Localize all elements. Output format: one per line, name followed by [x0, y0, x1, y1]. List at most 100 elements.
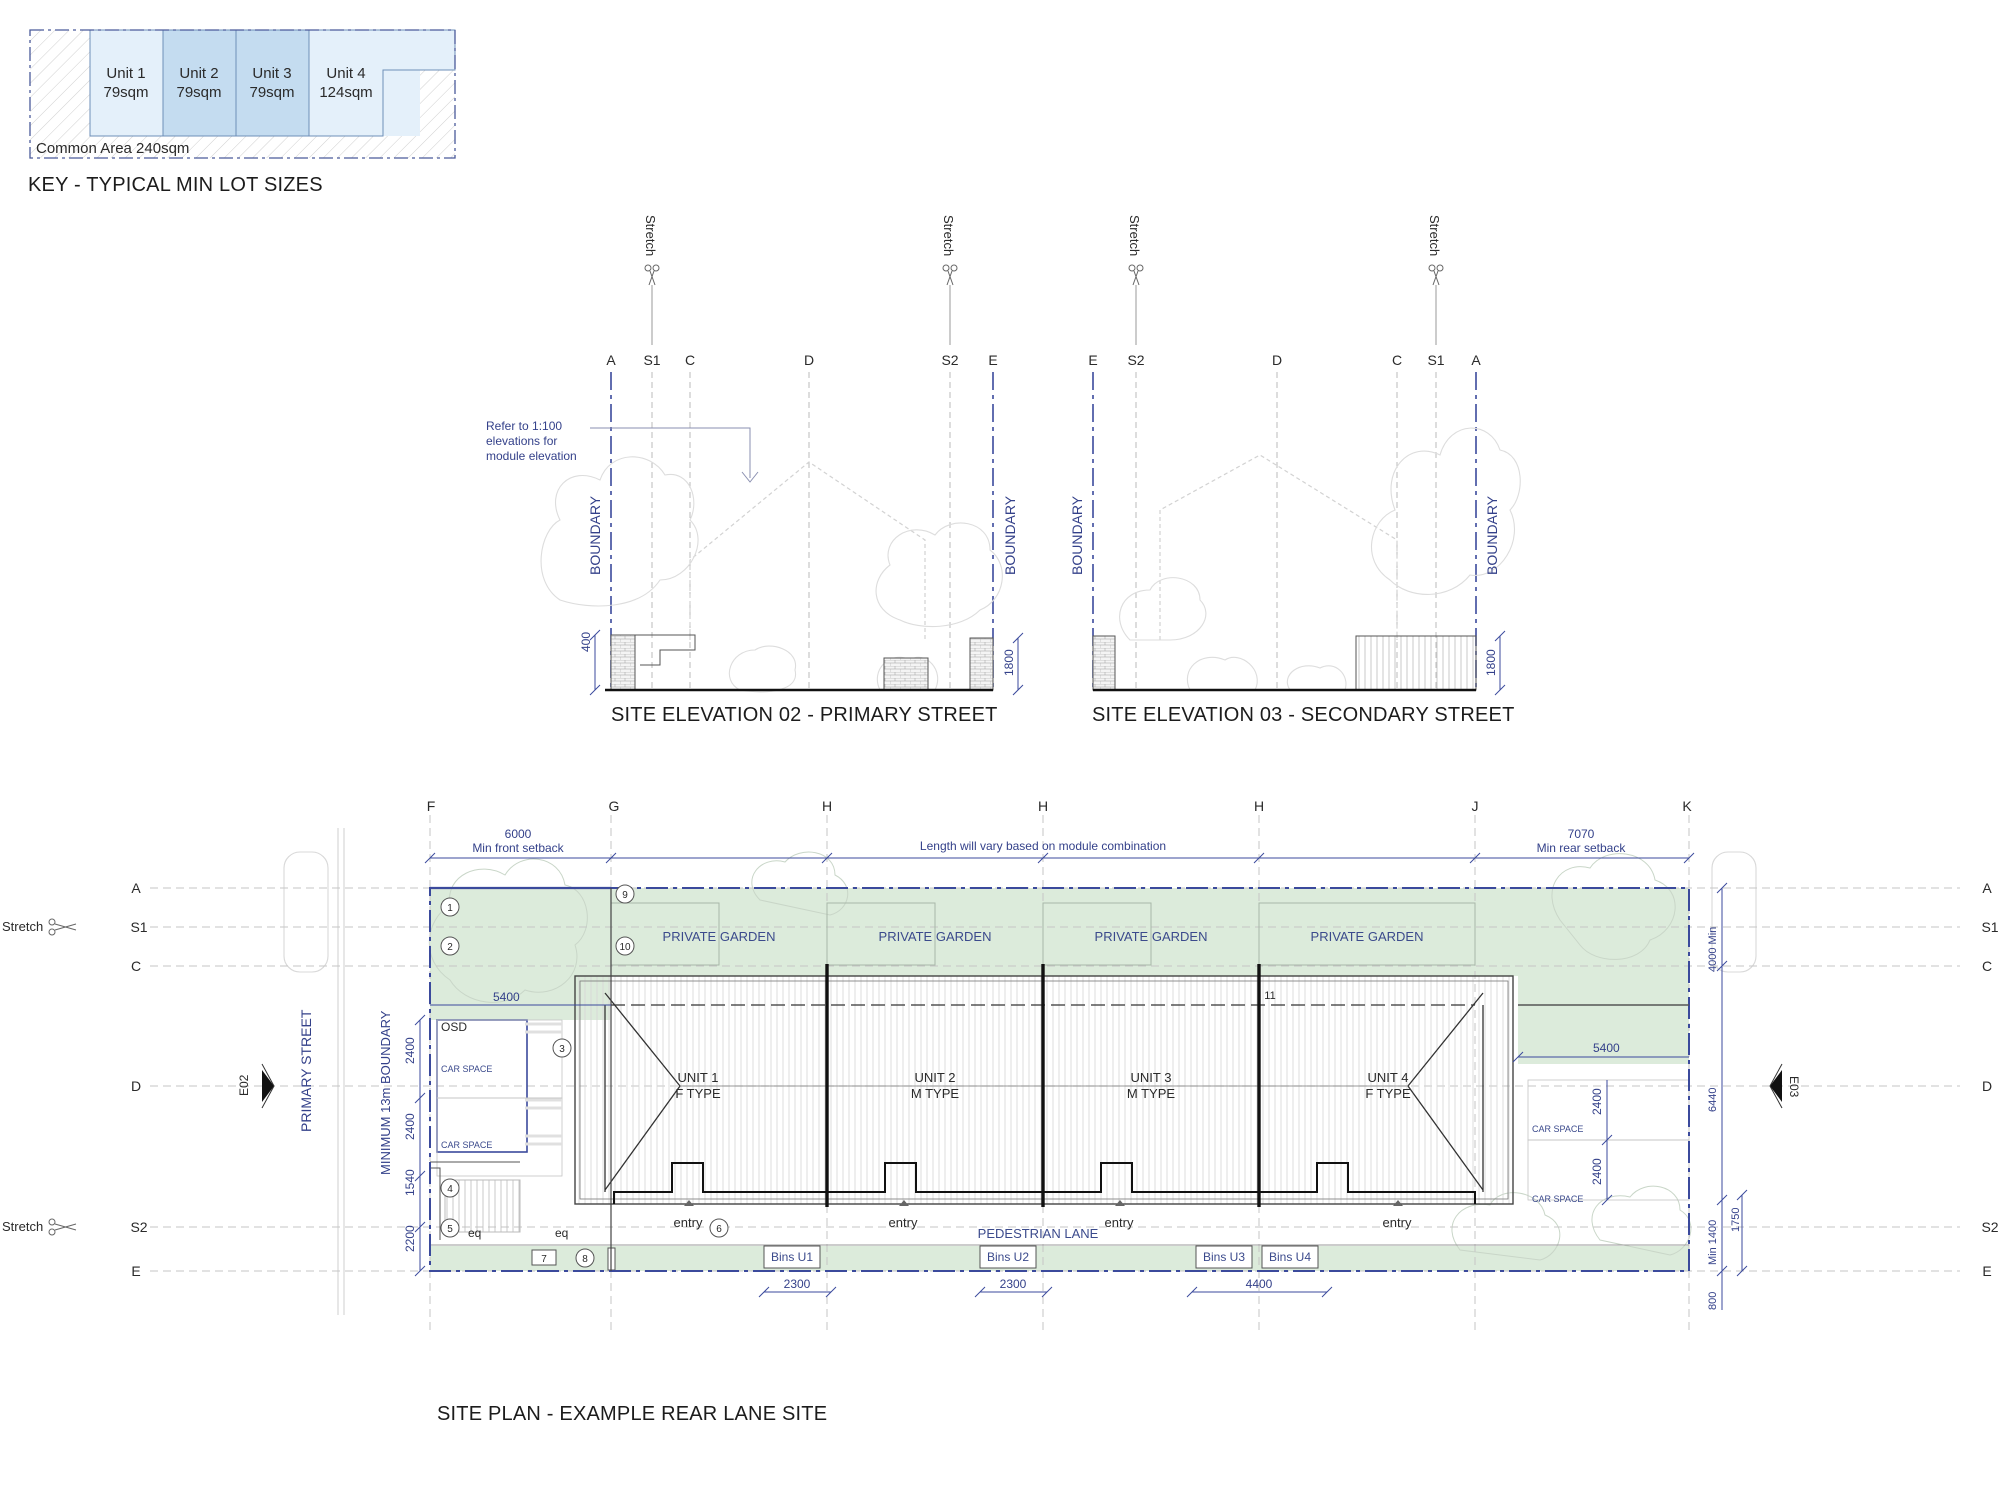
plan-eq-1: eq — [468, 1226, 481, 1240]
elev02-rear-wall — [969, 637, 994, 691]
elev02-grid-label-e: E — [988, 352, 997, 368]
plan-tree-4 — [1451, 1192, 1561, 1261]
plan-right-dim-2: 2400 — [1590, 1158, 1604, 1185]
plan-marker-8: 8 — [582, 1254, 588, 1265]
plan-side-label-e-left: E — [131, 1263, 140, 1279]
plan-marker-4-circle — [440, 1178, 460, 1198]
elev03-grid-label-s2: S2 — [1127, 352, 1144, 368]
elev02-note-leader — [590, 427, 751, 478]
plan-entry-3: entry — [1105, 1215, 1134, 1230]
elev02-note-line-3: module elevation — [486, 449, 577, 463]
plan-primary-street: PRIMARY STREET — [298, 1009, 314, 1132]
plan-car-left — [283, 851, 329, 973]
plan-stretch-label-s1: Stretch — [2, 919, 43, 934]
plan-rear-setback-label: Min rear setback — [1537, 841, 1627, 855]
elev02-grid-label-a: A — [606, 352, 616, 368]
elevation-02-title: SITE ELEVATION 02 - PRIMARY STREET — [611, 704, 998, 726]
plan-site-boundary — [429, 887, 1690, 1272]
plan-grid-label-f: F — [427, 798, 436, 814]
elevation-03-title: SITE ELEVATION 03 - SECONDARY STREET — [1092, 704, 1515, 726]
plan-marker-10-circle — [615, 936, 635, 956]
plan-side-label-c-right: C — [1982, 958, 1992, 974]
plan-marker-2: 2 — [447, 942, 453, 953]
elev02-note-arrow — [741, 471, 759, 483]
plan-private-garden-3: PRIVATE GARDEN — [1095, 929, 1208, 944]
plan-side-label-e-right: E — [1982, 1263, 1991, 1279]
plan-side-label-a-left: A — [131, 880, 141, 896]
plan-marker-3: 3 — [559, 1044, 565, 1055]
plan-far-right-dim-5: 800 — [1707, 1292, 1719, 1310]
e03-marker-outline — [1769, 1063, 1783, 1109]
plan-grid-label-h1: H — [822, 798, 832, 814]
elev03-module-outline — [1159, 454, 1398, 640]
plan-private-garden-4: PRIVATE GARDEN — [1311, 929, 1424, 944]
plan-bins-u4: Bins U4 — [1269, 1250, 1311, 1264]
plan-side-label-s1-left: S1 — [130, 919, 147, 935]
plan-length-note: Length will vary based on module combina… — [920, 839, 1166, 853]
elev03-grid-label-s1: S1 — [1427, 352, 1444, 368]
elev03-stretch-label-2: Stretch — [1427, 215, 1442, 256]
plan-rear-car-space-2 — [1527, 1139, 1690, 1201]
plan-marker-4: 4 — [447, 1184, 453, 1195]
plan-marker-5: 5 — [447, 1224, 453, 1235]
elev03-grid-label-c: C — [1392, 352, 1402, 368]
elev03-shrub-2 — [1286, 665, 1347, 691]
plan-bins-u1-box — [763, 1245, 821, 1269]
plan-unit-1-type: F TYPE — [675, 1086, 721, 1101]
scissors-icon — [1428, 264, 1444, 286]
key-unit-3-area: 79sqm — [249, 84, 294, 101]
elev03-tree-left — [1119, 577, 1207, 641]
plan-dim-5400-front-label: 5400 — [493, 990, 520, 1004]
plan-far-right-dim-1: 4000 Min — [1707, 927, 1719, 972]
plan-marker-7: 7 — [541, 1254, 547, 1265]
elevation-02 — [540, 285, 1024, 696]
plan-car-space-label-2: CAR SPACE — [441, 1140, 492, 1150]
plan-unit-1-name: UNIT 1 — [678, 1070, 719, 1085]
key-common-area-label: Common Area 240sqm — [36, 140, 189, 157]
plan-grid-label-g: G — [609, 798, 620, 814]
plan-grid-label-h3: H — [1254, 798, 1264, 814]
elev03-grid-label-e: E — [1088, 352, 1097, 368]
plan-entry-4: entry — [1383, 1215, 1412, 1230]
plan-garden-box-3 — [1042, 902, 1152, 966]
plan-marker-8-circle — [575, 1248, 595, 1268]
plan-entry-1: entry — [674, 1215, 703, 1230]
key-unit-4-name: Unit 4 — [326, 65, 365, 82]
elev02-grid-label-c: C — [685, 352, 695, 368]
plan-bottom-dim-2: 2300 — [1000, 1277, 1027, 1291]
plan-marker-10: 10 — [619, 942, 631, 953]
elev02-tree-right — [875, 522, 1003, 628]
plan-letterbox-wall — [430, 1161, 520, 1240]
plan-bins-u4-box — [1261, 1245, 1319, 1269]
plan-bottom-dim-1: 2300 — [784, 1277, 811, 1291]
plan-grid-label-h2: H — [1038, 798, 1048, 814]
plan-bins-u3-box — [1195, 1245, 1253, 1269]
elev02-dim-400: 400 — [579, 632, 593, 652]
elev03-stretch-label-1: Stretch — [1127, 215, 1142, 256]
plan-marker-2-circle — [440, 936, 460, 956]
plan-side-label-a-right: A — [1982, 880, 1992, 896]
elev02-stretch-label-2: Stretch — [941, 215, 956, 256]
plan-garden-box-2 — [826, 902, 936, 966]
plan-end-walls — [604, 1005, 1484, 1192]
plan-front-setback-label: Min front setback — [472, 841, 564, 855]
elev03-grid-label-d: D — [1272, 352, 1282, 368]
plan-eq-2: eq — [555, 1226, 568, 1240]
elev02-module-outline — [689, 461, 926, 640]
elev02-boundary-label-left: BOUNDARY — [587, 495, 603, 575]
plan-marker-1-circle — [440, 897, 460, 917]
plan-side-label-d-left: D — [131, 1078, 141, 1094]
key-boundary — [29, 29, 456, 159]
plan-grid-label-j: J — [1472, 798, 1479, 814]
plan-car-right — [1711, 851, 1757, 973]
plan-pedestrian-lane: PEDESTRIAN LANE — [978, 1226, 1099, 1241]
plan-side-label-c-left: C — [131, 958, 141, 974]
e02-marker-outline — [261, 1063, 275, 1109]
plan-min-boundary: MINIMUM 13m BOUNDARY — [378, 1010, 393, 1175]
plan-rear-garden — [1518, 976, 1689, 1064]
elev03-front-wall — [1092, 635, 1116, 691]
plan-far-right-dim-3: Min 1400 — [1707, 1220, 1719, 1265]
plan-far-right-dim-2: 6440 — [1707, 1088, 1719, 1112]
plan-bottom-dim-3: 4400 — [1246, 1277, 1273, 1291]
